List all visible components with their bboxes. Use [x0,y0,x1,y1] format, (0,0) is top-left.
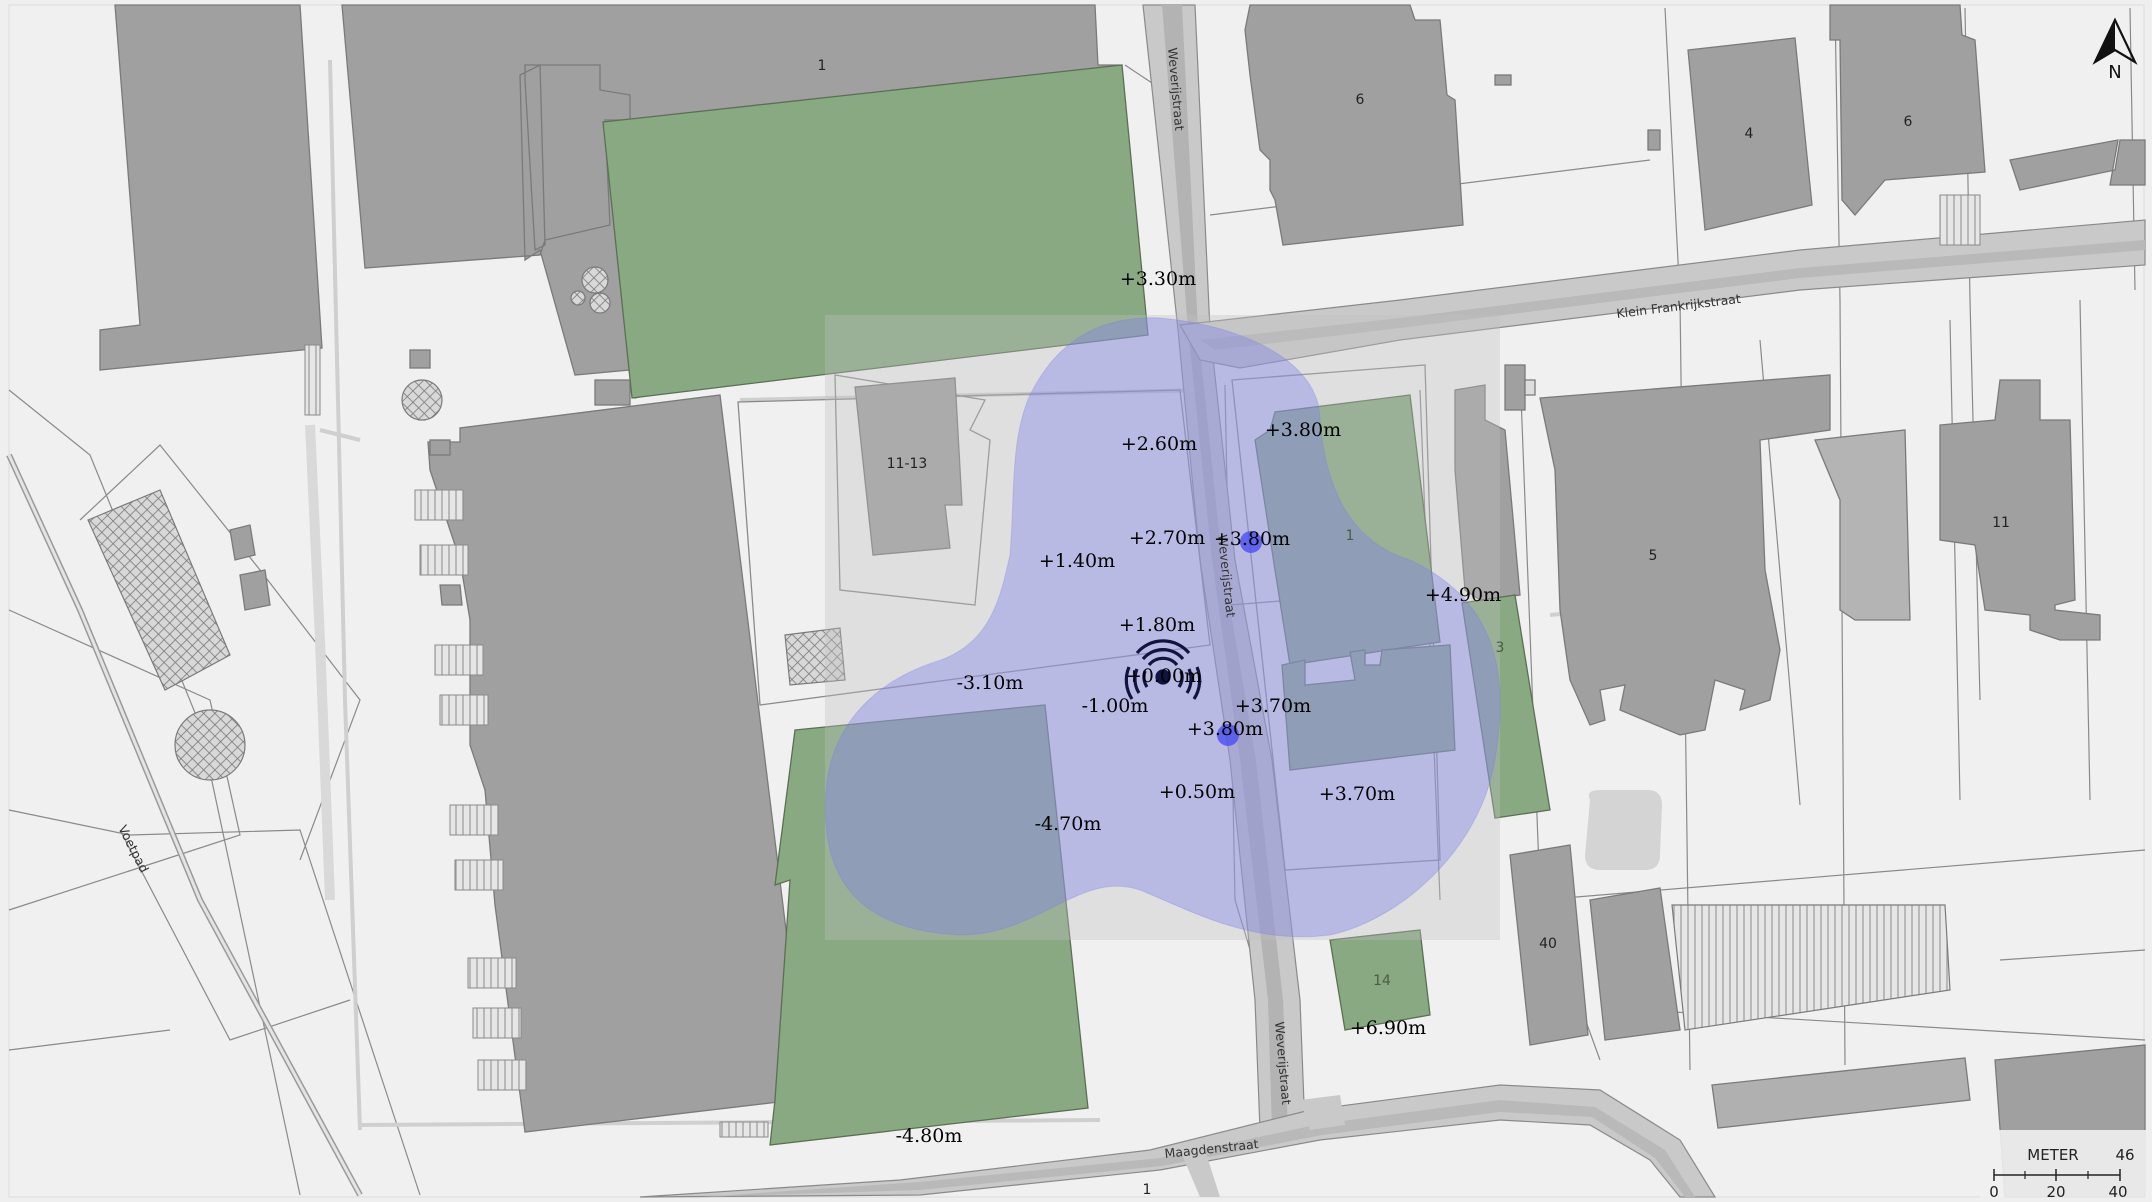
green-building-1 [1254,394,1441,666]
elevation-label: +3.80m [1214,528,1290,550]
building-labels: 1 6 4 6 11-13 1 5 11 3 40 14 1 [818,58,2010,1198]
building-5 [1539,374,1831,736]
elevation-label: +0.50m [1159,781,1235,803]
building-right-top [2009,139,2146,191]
elevation-label: +3.80m [1187,718,1263,740]
north-arrow-icon: N [2092,17,2138,83]
elevation-label: +1.40m [1039,550,1115,572]
elevation-label: +1.80m [1119,614,1195,636]
receiver-marker-1 [1240,531,1262,553]
building-label: 1 [1143,1182,1152,1198]
buildings-green [602,64,1551,1146]
elevation-label: +3.70m [1235,695,1311,717]
building-right-mid [1711,1057,1971,1129]
elevation-label: +0.00m [1126,665,1202,687]
building-light-right [1814,429,1911,621]
scale-max: 46 [2115,1146,2134,1164]
receiver-marker-2 [1217,724,1239,746]
building-label: 6 [1904,114,1913,130]
scale-tick: 0 [1989,1183,1999,1201]
building-label: 1 [1346,528,1355,544]
elevation-label: +6.90m [1350,1017,1426,1039]
building-label: 11-13 [887,456,928,472]
elevation-label: +2.60m [1121,433,1197,455]
scale-tick: 20 [2046,1183,2065,1201]
building-11-13 [854,377,963,556]
elevation-label: +3.30m [1120,268,1196,290]
building-far-left [99,4,323,371]
elevation-label: +3.80m [1265,419,1341,441]
scale-bar: METER 46 0 20 40 [1980,1130,2148,1201]
building-narrow [1454,384,1521,601]
building-label: 6 [1356,92,1365,108]
green-building-14 [1329,929,1431,1031]
green-building-1b [1281,644,1456,771]
analysis-extent [825,315,1500,940]
elevation-label: -4.70m [1035,813,1102,835]
building-6-b [1829,4,1986,216]
round-area [1585,790,1662,870]
north-label: N [2108,62,2121,83]
elevation-labels: +3.30m +2.60m +3.80m +2.70m +3.80m +1.40… [896,268,1502,1147]
green-building-top [602,64,1149,399]
building-label: 40 [1539,936,1557,952]
building-label: 14 [1373,973,1391,989]
street-label: Weverijstraat [1165,47,1187,131]
transmitter-icon[interactable] [1124,639,1202,700]
green-building-3 [1461,594,1551,819]
building-40 [1509,844,1589,1046]
roads [305,4,2146,1198]
elevation-label: +3.70m [1319,783,1395,805]
building-label: 11 [1992,515,2010,531]
building-6-a [1244,4,1464,246]
green-building-bottom [769,704,1089,1146]
building-label: 1 [818,58,827,74]
elevation-label: -4.80m [896,1125,963,1147]
parking-bays [304,194,1981,1138]
elevation-label: +4.90m [1425,584,1501,606]
building-4 [1687,37,1813,231]
scale-unit: METER [2027,1146,2078,1164]
elevation-label: -3.10m [957,672,1024,694]
footpath [6,453,363,1197]
elevation-label: -1.00m [1082,695,1149,717]
building-label: 3 [1496,640,1505,656]
special-areas [87,266,1951,1031]
building-label: 5 [1649,548,1658,564]
building-label: 4 [1745,126,1754,142]
coverage-area [824,317,1501,938]
building-parking [1589,887,1681,1041]
street-label: Weverijstraat [1272,1021,1294,1105]
receiver-markers [1217,531,1262,746]
building-11 [1939,379,2101,641]
elevation-label: +2.70m [1129,527,1205,549]
scale-tick: 40 [2108,1183,2127,1201]
